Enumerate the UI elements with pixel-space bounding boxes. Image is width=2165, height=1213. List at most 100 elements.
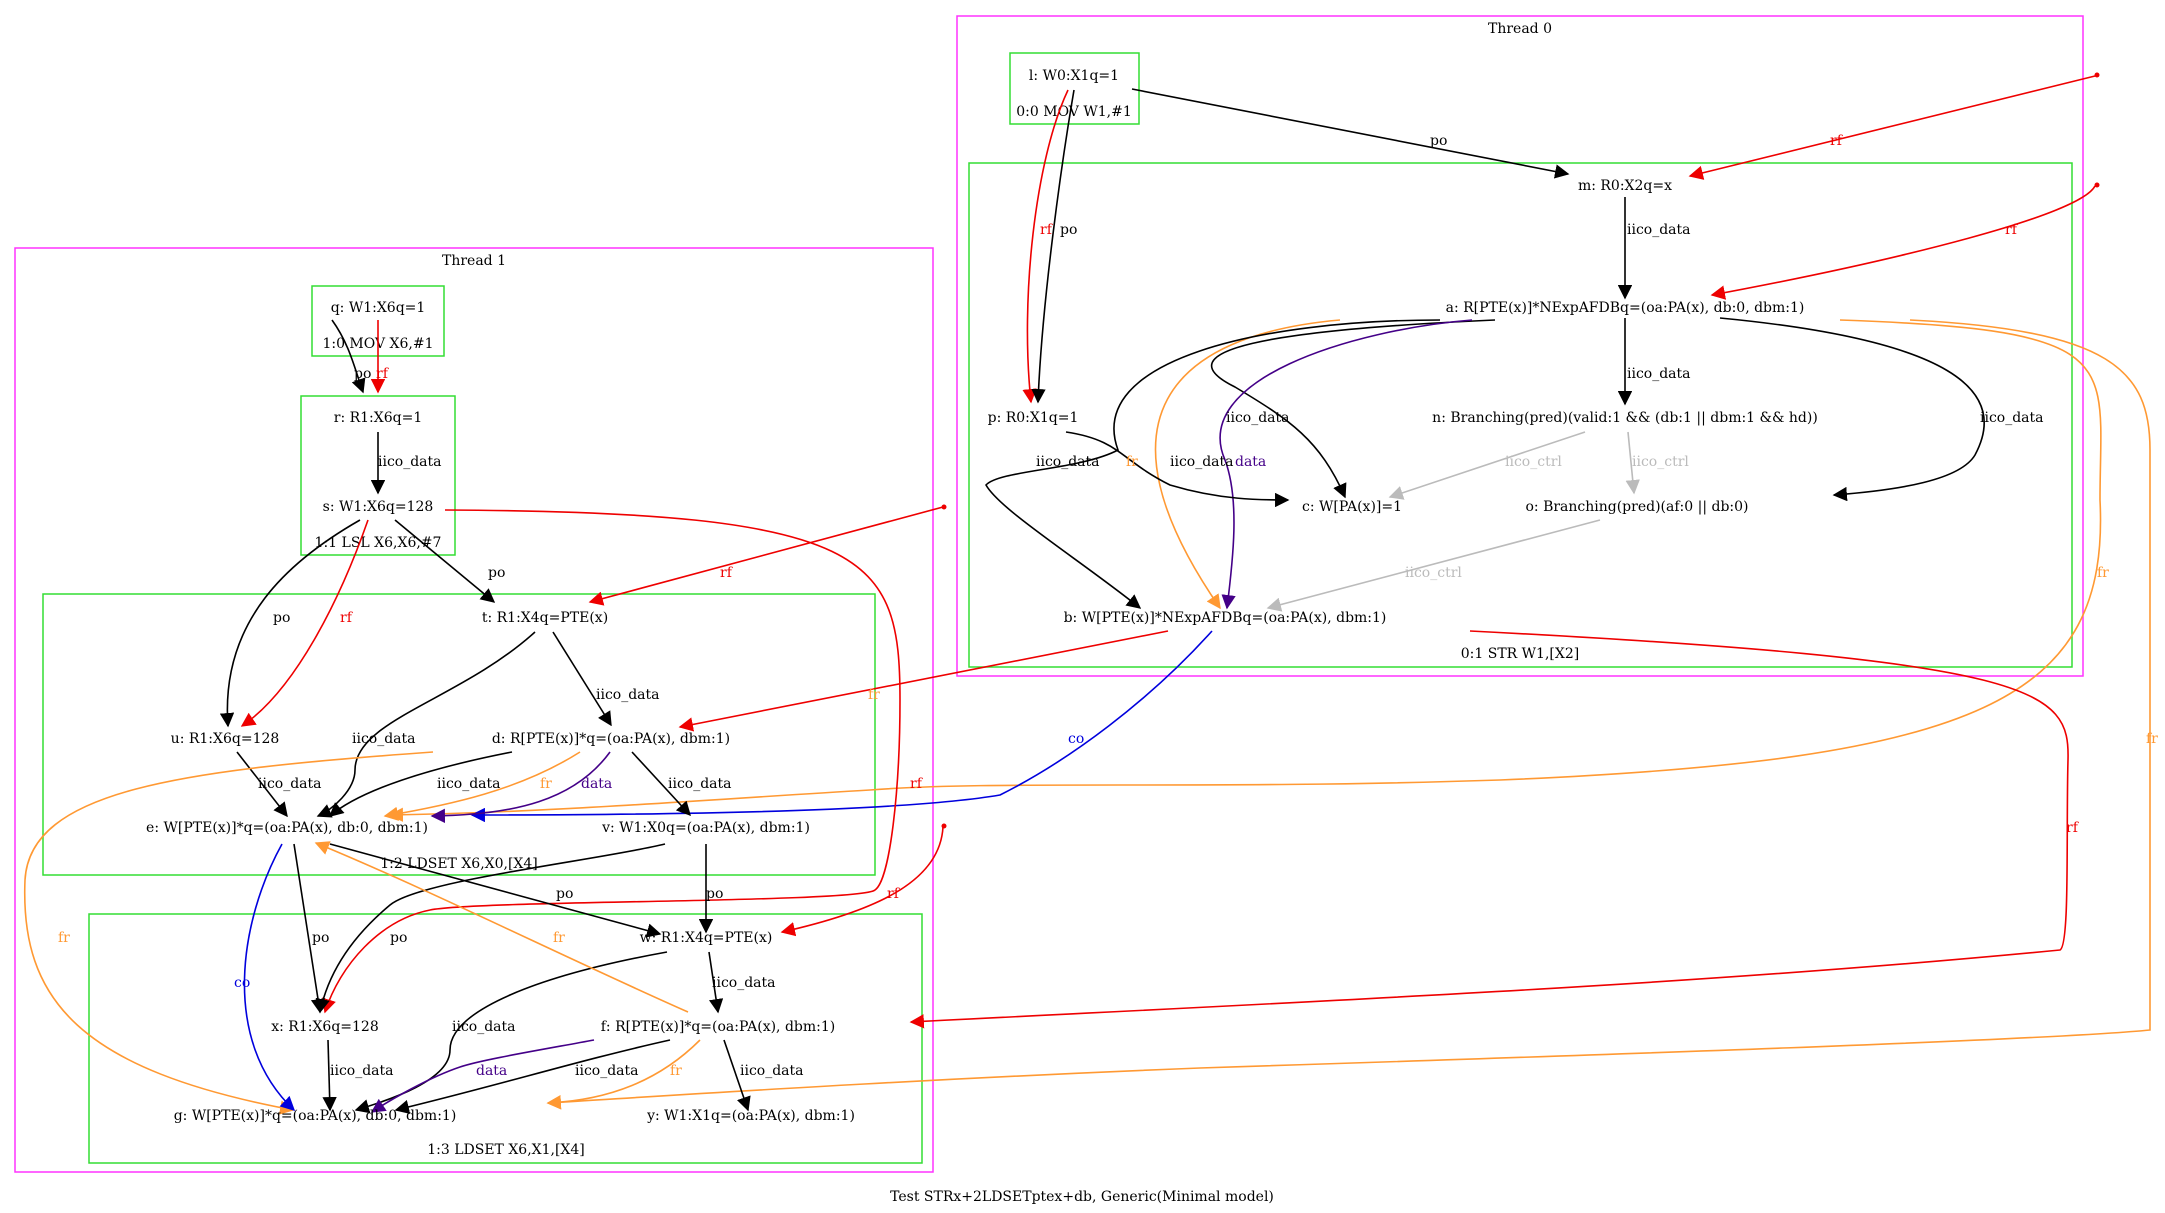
event-c: c: W[PA(x)]=1 [1302,499,1402,515]
instruction-1-3-box [88,913,923,1164]
edge-rf-init-t [588,506,944,606]
edge-f-g-data [370,1039,595,1113]
edge-rf-init-m [1688,75,2096,180]
edge-label-iico-a-far: iico_data [1980,410,2044,426]
edge-label-data-f-g: data [476,1063,507,1079]
edge-p-c [1065,431,1290,508]
edge-label-ctrl-n-o: iico_ctrl [1632,454,1689,470]
edge-label-po-e-w: po [556,886,573,902]
thread-0-cluster: Thread 0 [956,15,2084,677]
edge-label-iico-w-g: iico_data [452,1019,516,1035]
init-dot-w [941,823,947,829]
edge-label-po-q-r: po [354,366,371,382]
init-dot-m [2094,72,2100,78]
edge-label-iico-a-b: iico_data [1036,454,1100,470]
edge-l-p-rf [1022,89,1069,404]
instruction-1-1-cluster: 1:1 LSL X6,X6,#7 [300,395,456,556]
edge-label-fr-f-g: fr [670,1063,682,1079]
event-t: t: R1:X4q=PTE(x) [482,610,608,626]
edge-u-e [236,751,288,818]
edge-label-iico-u-e: iico_data [258,776,322,792]
edge-label-rf-b-d: fr [868,687,880,703]
edge-a-far-right [1719,317,1985,502]
event-d: d: R[PTE(x)]*q=(oa:PA(x), dbm:1) [492,731,730,747]
thread-1-box [14,247,934,1173]
edge-s-x-rf [322,509,901,1014]
edge-s-u-po [219,519,361,728]
event-a: a: R[PTE(x)]*NExpAFDBq=(oa:PA(x), db:0, … [1446,300,1805,316]
edge-label-po-l-p: po [1060,222,1077,238]
edge-e-g-co [243,843,296,1111]
edge-o-b [1266,519,1601,612]
edge-a-e-fr [388,319,2102,822]
instruction-1-1-label: 1:1 LSL X6,X6,#7 [315,535,442,551]
edge-label-rf-l-p: rf [1040,222,1054,238]
edge-n-o [1625,431,1640,495]
event-s: s: W1:X6q=128 [323,499,434,515]
edge-label-po-l-m: po [1430,133,1447,149]
edge-label-data-d-e: data [581,776,612,792]
edge-label-iico-r-s: iico_data [378,454,442,470]
edge-label-iico-p-c: iico_data [1170,454,1234,470]
edge-n-c [1388,431,1586,500]
edge-d-e-iico [328,751,513,817]
edge-label-rf-init-m: rf [1830,133,1844,149]
edge-label-fr-u-g: fr [58,930,70,946]
event-m: m: R0:X2q=x [1578,178,1672,194]
event-o: o: Branching(pred)(af:0 || db:0) [1525,499,1748,515]
edge-label-iico-w-f: iico_data [712,975,776,991]
edge-e-x [293,843,326,1014]
edge-a-g-fr [546,319,2151,1110]
event-x: x: R1:X6q=128 [271,1019,379,1035]
edge-x-g [322,1039,337,1112]
event-g: g: W[PTE(x)]*q=(oa:PA(x), db:0, dbm:1) [174,1108,457,1124]
thread-1-cluster: Thread 1 [14,247,934,1173]
edge-t-d [552,631,612,727]
event-p: p: R0:X1q=1 [988,410,1079,426]
edge-label-data-a-b: data [1235,454,1266,470]
edge-rf-init-a [1710,185,2096,300]
edge-t-e [316,631,536,818]
edge-label-fr-d-e: fr [540,776,552,792]
edge-d-v [631,751,691,817]
edge-label-iico-f-y: iico_data [740,1063,804,1079]
edge-label-ctrl-o-b: iico_ctrl [1405,565,1462,581]
graph-caption: Test STRx+2LDSETptex+db, Generic(Minimal… [890,1189,1274,1205]
event-l: l: W0:X1q=1 [1029,68,1119,84]
edge-v-x [315,843,666,1014]
edge-label-co-e-g: co [234,975,250,991]
instruction-0-1-box [968,162,2073,668]
event-y: y: W1:X1q=(oa:PA(x), dbm:1) [646,1108,855,1124]
event-b: b: W[PTE(x)]*NExpAFDBq=(oa:PA(x), dbm:1) [1064,610,1387,626]
edge-label-rf-s-x: rf [910,776,924,792]
instruction-0-0-cluster: 0:0 MOV W1,#1 [1009,52,1140,125]
edge-label-fr-a-g: fr [2146,731,2158,747]
edge-label-po-v-w: po [706,886,723,902]
edge-label-ctrl-n-c: iico_ctrl [1505,454,1562,470]
instruction-1-1-box [300,395,456,556]
instruction-0-0-label: 0:0 MOV W1,#1 [1016,104,1132,120]
edge-label-rf-init-w: rf [887,886,901,902]
edge-label-iico-d-e: iico_data [437,776,501,792]
event-w: w: R1:X4q=PTE(x) [640,930,773,946]
edge-label-po-s-t: po [488,565,505,581]
event-e: e: W[PTE(x)]*q=(oa:PA(x), db:0, dbm:1) [146,820,428,836]
instruction-1-2-box [42,593,876,876]
thread-0-label: Thread 0 [1488,21,1552,37]
edge-a-b-data [1219,319,1473,610]
edge-label-fr-a-b: fr [1126,454,1138,470]
init-dot-a [2094,182,2100,188]
edge-s-t [394,519,496,603]
edge-label-fr-a-e: fr [2097,565,2109,581]
edge-u-g-fr [23,751,434,1115]
thread-0-box [956,15,2084,677]
edge-label-iico-x-g: iico_data [330,1063,394,1079]
edge-e-w [329,843,662,938]
instruction-0-0-box [1009,52,1140,125]
edge-label-rf-init-t: rf [720,565,734,581]
edge-rf-init-w [780,826,944,937]
edge-f-e-fr [314,841,689,1013]
edge-b-e-co [470,630,1213,823]
edge-label-iico-m-a: iico_data [1627,222,1691,238]
